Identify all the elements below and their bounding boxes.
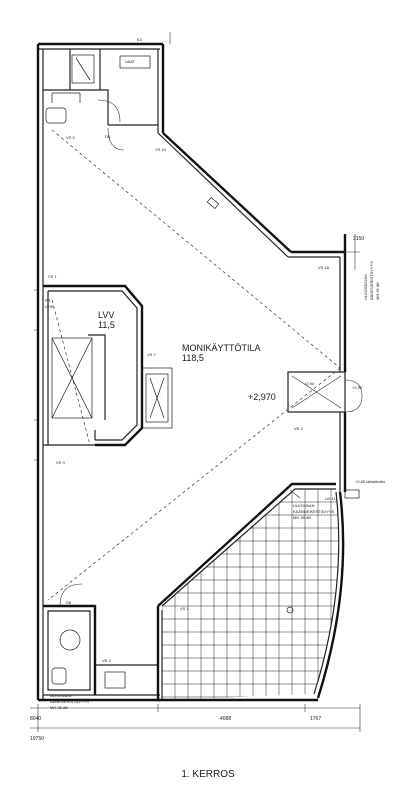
misc-marks (206, 196, 360, 614)
lvv-room-area: 11,5 (98, 320, 115, 330)
wall-vs18: VS 18 (318, 265, 330, 270)
wall-ux: UX 11 (325, 496, 337, 501)
lvv-room-name: LVV (98, 310, 114, 320)
note-bottom-3: MH 35 dB (50, 705, 68, 710)
door-d8: D8 (105, 134, 111, 139)
note-ulko-1: ULKOVAAN (293, 503, 315, 508)
wc-room (43, 49, 158, 151)
wall-vs2: VS 2 (294, 426, 303, 431)
wall-vs-lvv: VS 7 (147, 352, 156, 357)
level-small-2: +2,92 (352, 385, 363, 390)
note-side-1: ULKOSEINÄN (363, 274, 368, 300)
note-left-2: LVIS (45, 304, 54, 309)
note-side-2: ÄÄNENERISTÄVYYS (369, 261, 374, 300)
dimension-bottom-left: 10750 (30, 736, 44, 742)
note-top-box: E3 (137, 37, 143, 42)
dimension-right: 1767 (310, 716, 321, 722)
wall-vs5: VS 5 (66, 135, 75, 140)
note-side-3: MH 35 dB (375, 282, 380, 300)
note-ulko-3: MH 35 dB (293, 515, 311, 520)
door-d6: D6 (66, 600, 72, 605)
lvv-room (43, 284, 173, 447)
level-small-1: +2,90 (304, 381, 315, 386)
main-room-area: 118,5 (182, 353, 204, 363)
note-left-1: PR (45, 298, 51, 303)
wc-right-room (287, 371, 363, 413)
floor-title: 1. KERROS (181, 769, 235, 780)
wall-vs1: VS 1 (48, 274, 57, 279)
wall-vs1-b: VS 1 (180, 606, 189, 611)
note-bottom-1: ULKOVAAN (50, 693, 72, 698)
wall-vs2-b: VS 2 (102, 658, 111, 663)
level-exterior: +2,85 lattiaikorko (355, 479, 386, 484)
note-bottom-2: ÄÄNENERISTÄVYYS (50, 699, 89, 704)
wall-vs-top: VS 10 (155, 147, 167, 152)
exterior-walls (34, 42, 347, 702)
dimension-top-right: 2150 (353, 236, 364, 242)
wall-vs3: VS 3 (56, 460, 65, 465)
main-room-name: MONIKÄYTTÖTILA (182, 343, 261, 353)
room-diagonals (47, 129, 341, 601)
level-mark: +2,970 (248, 392, 276, 402)
note-ulko-2: KÄÄNNEIKESTÄVYYS (293, 509, 335, 514)
sauna-room (43, 583, 159, 695)
dimension-left: 8040 (30, 716, 41, 722)
dimension-lines (30, 32, 361, 732)
dimension-middle: 4088 (220, 716, 231, 722)
note-vaat: VAAT (125, 59, 135, 64)
